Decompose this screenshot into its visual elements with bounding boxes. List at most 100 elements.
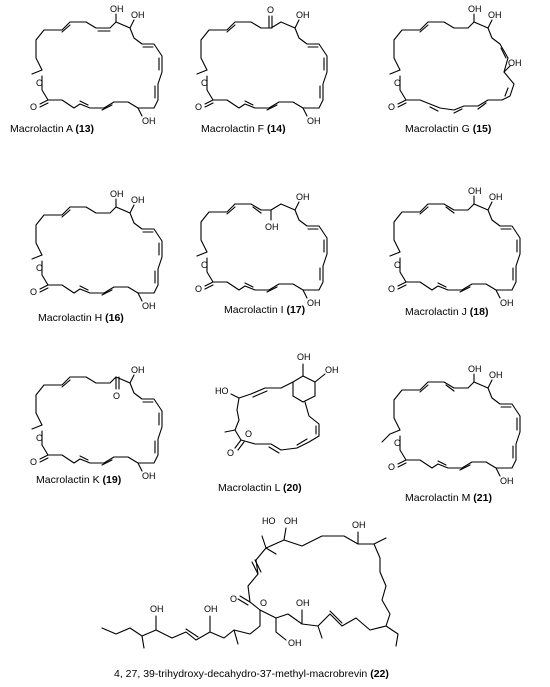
atom-o: O bbox=[36, 433, 43, 443]
atom-oh: OH bbox=[284, 516, 298, 526]
atom-oh: OH bbox=[288, 638, 302, 648]
compound-caption: Macrolactin H (16) bbox=[38, 312, 124, 324]
compound-number: (21) bbox=[473, 492, 492, 504]
atom-o: O bbox=[388, 284, 395, 294]
structure-13: OH OH OH O O bbox=[0, 0, 180, 130]
atom-o: O bbox=[230, 594, 237, 604]
atom-o: O bbox=[388, 102, 395, 112]
atom-oh: OH bbox=[500, 298, 514, 308]
compound-caption: 4, 27, 39-trihydroxy-decahydro-37-methyl… bbox=[114, 668, 389, 680]
compound-number: (13) bbox=[75, 123, 95, 135]
compound-name: Macrolactin M bbox=[405, 492, 471, 504]
atom-oh: OH bbox=[296, 192, 310, 202]
atom-oh: OH bbox=[325, 365, 339, 375]
atom-oh: OH bbox=[204, 604, 218, 614]
compound-name: Macrolactin L bbox=[218, 482, 281, 494]
compound-name: Macrolactin G bbox=[405, 123, 470, 135]
structure-15: OH OH OH O O bbox=[368, 0, 550, 130]
structure-16: OH OH OH O O bbox=[0, 185, 180, 315]
atom-ho: HO bbox=[262, 516, 276, 526]
compound-name: Macrolactin I bbox=[224, 304, 284, 316]
atom-o: O bbox=[388, 462, 395, 472]
atom-o: O bbox=[36, 78, 43, 88]
structure-22: HO OH OH OH O O OH OH OH bbox=[90, 510, 470, 650]
atom-o: O bbox=[201, 78, 208, 88]
atom-o: O bbox=[394, 78, 401, 88]
compound-number: (22) bbox=[370, 668, 389, 680]
compound-name: Macrolactin H bbox=[38, 312, 103, 324]
compound-number: (15) bbox=[472, 123, 492, 135]
structure-17: OH OH OH O O bbox=[185, 182, 365, 312]
structure-15-drawing: OH OH OH O O bbox=[388, 4, 522, 114]
compound-name: Macrolactin A bbox=[10, 123, 73, 135]
compound-number: (18) bbox=[469, 306, 489, 318]
atom-oh: OH bbox=[307, 298, 321, 308]
structure-13-drawing: OH OH OH O O bbox=[30, 4, 163, 126]
atom-o: O bbox=[245, 429, 252, 439]
structure-19: O OH OH O O bbox=[0, 355, 180, 485]
structure-14-drawing: O OH OH O O bbox=[195, 5, 328, 126]
atom-o: O bbox=[227, 448, 234, 458]
compound-name: Macrolactin F bbox=[201, 123, 265, 135]
compound-number: (19) bbox=[102, 474, 122, 486]
compound-number: (20) bbox=[282, 482, 302, 494]
atom-oh: OH bbox=[488, 10, 502, 20]
structure-20: OH OH HO O O bbox=[185, 340, 365, 480]
compound-caption: Macrolactin J (18) bbox=[405, 306, 488, 318]
atom-o: O bbox=[260, 598, 267, 608]
structure-21: OH OH OH O O bbox=[368, 350, 550, 490]
atom-o: O bbox=[267, 5, 274, 15]
compound-name: Macrolactin K bbox=[36, 474, 100, 486]
atom-oh: OH bbox=[142, 116, 156, 126]
structure-18-drawing: OH OH OH O O bbox=[388, 186, 521, 308]
structure-19-drawing: O OH OH O O bbox=[30, 365, 163, 481]
atom-oh: OH bbox=[352, 520, 366, 530]
structure-20-drawing: OH OH HO O O bbox=[215, 352, 339, 458]
compound-caption: Macrolactin K (19) bbox=[36, 474, 121, 486]
atom-oh: OH bbox=[468, 364, 482, 374]
structure-22-drawing: HO OH OH OH O O OH OH OH bbox=[101, 516, 399, 649]
atom-o: O bbox=[30, 102, 37, 112]
structure-21-drawing: OH OH OH O O bbox=[381, 364, 521, 486]
atom-o: O bbox=[394, 260, 401, 270]
atom-oh: OH bbox=[468, 4, 482, 14]
atom-oh: OH bbox=[489, 370, 503, 380]
compound-caption: Macrolactin I (17) bbox=[224, 304, 305, 316]
atom-o: O bbox=[201, 260, 208, 270]
atom-ho: HO bbox=[215, 386, 229, 396]
atom-o: O bbox=[30, 287, 37, 297]
atom-oh: OH bbox=[110, 4, 124, 14]
compound-number: (17) bbox=[286, 304, 306, 316]
atom-oh: OH bbox=[142, 301, 156, 311]
compound-caption: Macrolactin M (21) bbox=[405, 492, 492, 504]
atom-o: O bbox=[394, 438, 401, 448]
compound-caption: Macrolactin F (14) bbox=[201, 123, 286, 135]
atom-oh: OH bbox=[489, 192, 503, 202]
structure-17-drawing: OH OH OH O O bbox=[195, 192, 328, 308]
compound-caption: Macrolactin A (13) bbox=[10, 123, 94, 135]
atom-oh: OH bbox=[508, 58, 522, 68]
compound-caption: Macrolactin G (15) bbox=[405, 123, 491, 135]
atom-oh: OH bbox=[500, 476, 514, 486]
compound-number: (14) bbox=[266, 123, 286, 135]
atom-oh: OH bbox=[307, 116, 321, 126]
atom-oh: OH bbox=[131, 195, 145, 205]
structure-16-drawing: OH OH OH O O bbox=[30, 189, 163, 311]
atom-o: O bbox=[195, 102, 202, 112]
compound-name: Macrolactin J bbox=[405, 306, 467, 318]
atom-oh: OH bbox=[296, 10, 310, 20]
structure-18: OH OH OH O O bbox=[368, 182, 550, 312]
atom-o: O bbox=[36, 263, 43, 273]
atom-oh: OH bbox=[110, 189, 124, 199]
atom-oh: OH bbox=[265, 222, 279, 232]
atom-oh: OH bbox=[150, 604, 164, 614]
atom-oh: OH bbox=[142, 471, 156, 481]
atom-o: O bbox=[30, 457, 37, 467]
compound-caption: Macrolactin L (20) bbox=[218, 482, 302, 494]
compound-number: (16) bbox=[105, 312, 124, 324]
atom-oh: OH bbox=[131, 10, 145, 20]
atom-oh: OH bbox=[131, 365, 145, 375]
atom-oh: OH bbox=[296, 598, 310, 608]
atom-oh: OH bbox=[468, 186, 482, 196]
